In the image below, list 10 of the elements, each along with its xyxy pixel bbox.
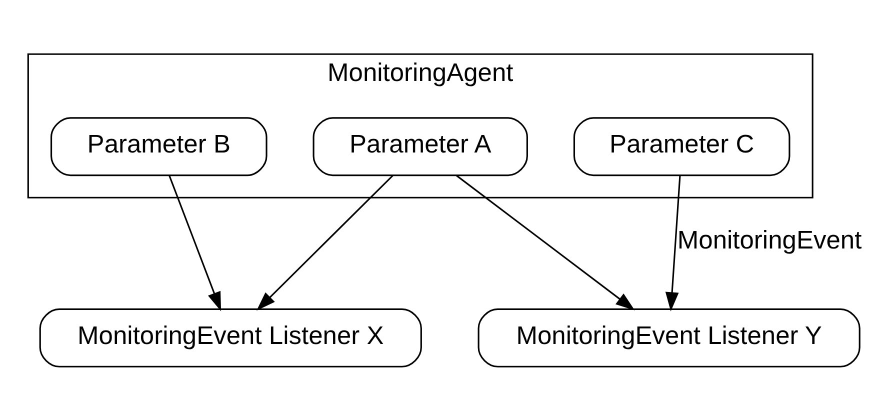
arrow — [168, 175, 222, 312]
node-box: MonitoringEvent Listener Y — [478, 308, 860, 368]
node-box: Parameter C — [573, 117, 790, 176]
node-box: Parameter A — [312, 117, 528, 176]
arrow — [256, 174, 394, 311]
arrow — [456, 174, 635, 310]
arrow — [665, 176, 681, 312]
edge-label: MonitoringEvent — [677, 226, 862, 254]
node-box: MonitoringEvent Listener X — [39, 308, 422, 368]
node-box: Parameter B — [50, 117, 268, 176]
